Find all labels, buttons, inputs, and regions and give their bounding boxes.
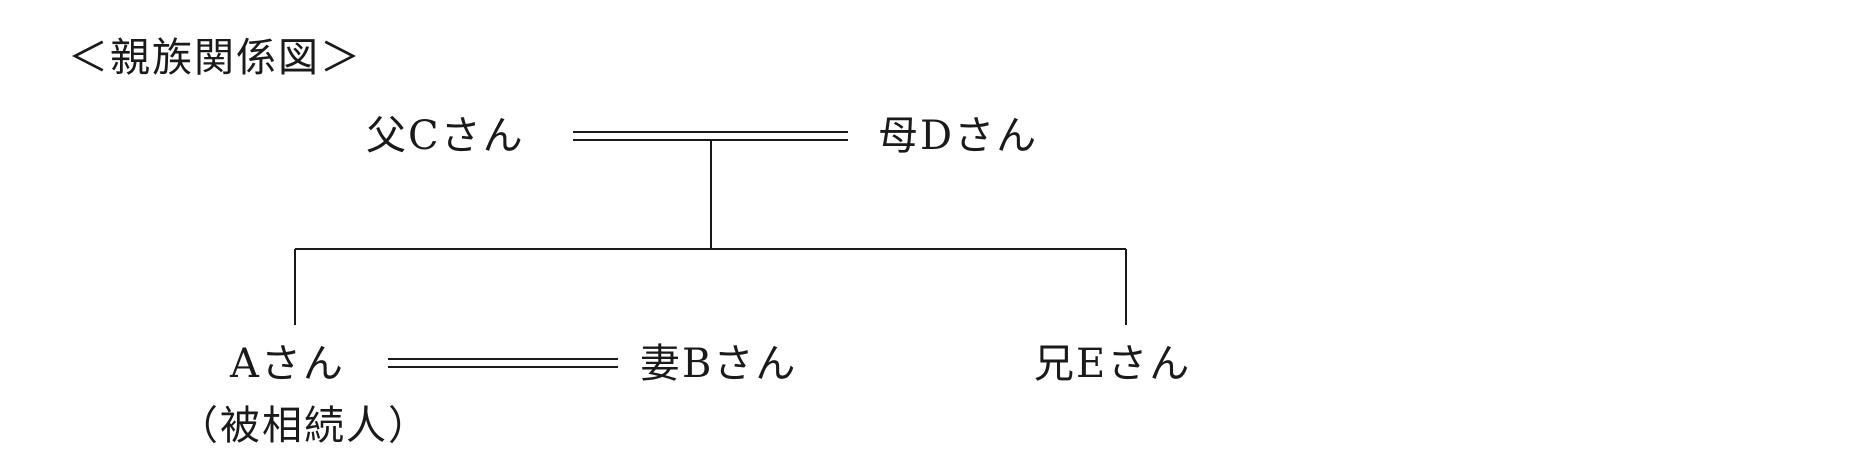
person-a-decedent-note: （被相続人） [178, 403, 430, 449]
diagram-title: ＜親族関係図＞ [68, 35, 362, 81]
person-a-label: Aさん [230, 341, 345, 387]
father-c-label: 父Cさん [366, 113, 525, 159]
wife-b-label: 妻Bさん [640, 341, 798, 387]
marriage-line-parents [573, 131, 848, 141]
brother-e-label: 兄Eさん [1034, 341, 1192, 387]
marriage-line-a-b [388, 358, 618, 368]
mother-d-label: 母Dさん [878, 113, 1039, 159]
